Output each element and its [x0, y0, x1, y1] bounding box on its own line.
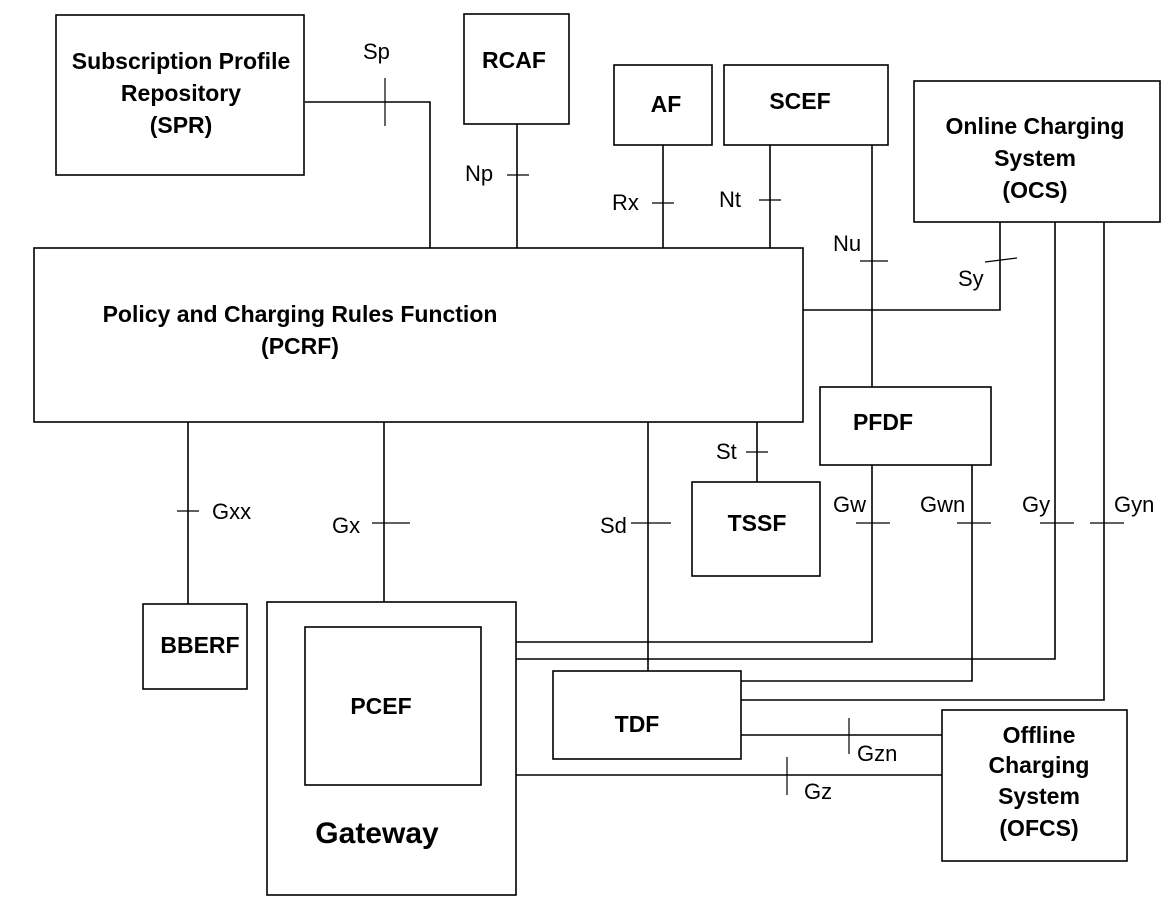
ofcs-box	[941, 709, 1128, 862]
interface-labels: Sp Np Rx Nt Nu Sy St Gxx Gx Sd Gw Gwn Gy…	[212, 39, 1154, 804]
pfdf-label: PFDF	[853, 409, 913, 435]
spr-label-line-3: (SPR)	[150, 112, 213, 138]
interface-label-gxx: Gxx	[212, 499, 251, 524]
link-gwn	[741, 465, 973, 682]
ocs-box	[913, 80, 1161, 223]
interface-label-gwn: Gwn	[920, 492, 965, 517]
interface-label-gyn: Gyn	[1114, 492, 1154, 517]
interface-label-sp: Sp	[363, 39, 390, 64]
tssf-box	[691, 481, 821, 577]
tssf-label: TSSF	[728, 510, 787, 536]
interface-label-nu: Nu	[833, 231, 861, 256]
connections	[187, 101, 1105, 776]
gateway-label: Gateway	[315, 817, 439, 850]
interface-label-np: Np	[465, 161, 493, 186]
bberf-box	[142, 603, 248, 690]
tdf-label: TDF	[615, 711, 660, 737]
interface-label-sd: Sd	[600, 513, 627, 538]
node-labels: Subscription Profile Repository (SPR) RC…	[72, 47, 1125, 850]
ofcs-label-line-3: System	[998, 783, 1080, 809]
tick-sy	[984, 257, 1018, 263]
pcrf-label-line-1: Policy and Charging Rules Function	[103, 301, 498, 327]
interface-label-rx: Rx	[612, 190, 639, 215]
af-label: AF	[651, 91, 682, 117]
ocs-label-line-2: System	[994, 145, 1076, 171]
reference-point-ticks	[177, 78, 1124, 795]
link-gy	[481, 222, 1056, 660]
interface-label-gzn: Gzn	[857, 741, 897, 766]
interface-label-gw: Gw	[833, 492, 866, 517]
ocs-label-line-3: (OCS)	[1002, 177, 1067, 203]
ofcs-label-line-4: (OFCS)	[999, 815, 1078, 841]
interface-label-sy: Sy	[958, 266, 984, 291]
pcrf-box	[33, 247, 804, 423]
link-sy	[803, 222, 1001, 311]
nodes	[33, 13, 1161, 896]
link-sp	[305, 101, 431, 248]
ocs-label-line-1: Online Charging	[946, 113, 1125, 139]
scef-label: SCEF	[769, 88, 830, 114]
pcrf-label-line-2: (PCRF)	[261, 333, 339, 359]
ofcs-label-line-1: Offline	[1003, 722, 1076, 748]
pfdf-box	[819, 386, 992, 466]
af-box	[613, 64, 713, 146]
interface-label-gy: Gy	[1022, 492, 1050, 517]
rcaf-label: RCAF	[482, 47, 546, 73]
spr-label-line-2: Repository	[121, 80, 241, 106]
link-gyn	[741, 222, 1105, 701]
interface-label-nt: Nt	[719, 187, 741, 212]
ofcs-label-line-2: Charging	[989, 752, 1090, 778]
pcef-label: PCEF	[350, 693, 411, 719]
rcaf-box	[463, 13, 570, 125]
spr-box	[55, 14, 305, 176]
spr-label-line-1: Subscription Profile	[72, 48, 291, 74]
link-gw	[481, 465, 873, 643]
scef-box	[723, 64, 889, 146]
interface-label-gx: Gx	[332, 513, 360, 538]
interface-label-gz: Gz	[804, 779, 832, 804]
interface-label-st: St	[716, 439, 737, 464]
pcef-box	[304, 626, 482, 786]
bberf-label: BBERF	[160, 632, 239, 658]
tdf-box	[552, 670, 742, 760]
